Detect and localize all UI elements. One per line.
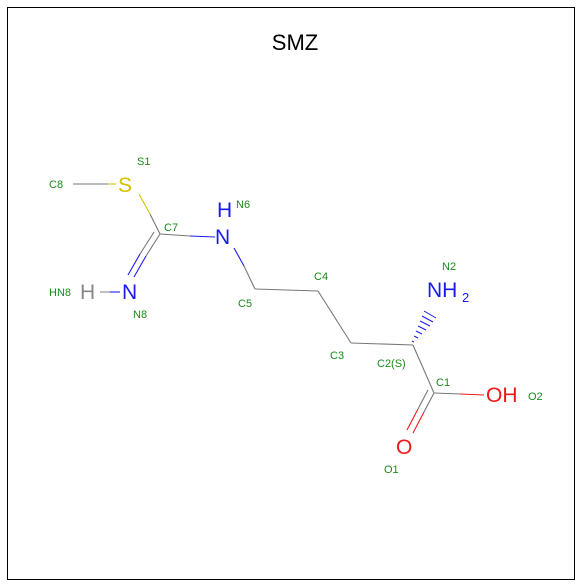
bond-c7-n8-a-n (133, 255, 147, 278)
bond-c2-c1 (412, 344, 435, 394)
hash-6 (421, 315, 434, 323)
atom-label-c5: C5 (238, 298, 252, 310)
atom-label-c8: C8 (49, 179, 63, 191)
bonds (73, 183, 485, 434)
atom-label-c7: C7 (164, 222, 178, 234)
diagram-frame (7, 7, 575, 580)
bond-c7-n8-a (145, 233, 161, 257)
bond-c1-o2-o (459, 393, 485, 396)
bond-n6-c5-n (233, 247, 245, 267)
bond-c7-n8-b-n (127, 253, 141, 276)
atom-symbol-o2: OH (486, 384, 518, 407)
atom-label-s1: S1 (137, 156, 150, 168)
bond-c1-o1-a (423, 392, 435, 413)
bond-c5-c4 (254, 288, 319, 292)
hash-2 (413, 335, 419, 339)
atom-symbol-n8: N (122, 281, 137, 304)
diagram-title: SMZ (272, 30, 318, 55)
bond-c4-c3 (317, 290, 352, 344)
bond-n6-c5 (243, 265, 256, 290)
atom-symbol-n2: NH (427, 279, 457, 302)
atom-symbol-h8: H (80, 281, 95, 304)
bond-c1-o1-b (417, 389, 429, 410)
bond-c1-o1-a-o (412, 411, 425, 434)
bond-c7-n6 (159, 233, 191, 237)
atom-label-c1: C1 (436, 377, 450, 389)
atom-symbol-h6: H (217, 199, 232, 222)
bond-c1-o1-b-o (406, 408, 419, 431)
atom-label-hn8: HN8 (49, 287, 71, 299)
atom-label-c2: C2(S) (377, 358, 406, 370)
atom-label-o2: O2 (528, 391, 543, 403)
atom-label-c3: C3 (330, 350, 344, 362)
atom-label-c4: C4 (314, 271, 328, 283)
atom-label-n6: N6 (236, 199, 250, 211)
hash-3 (415, 330, 423, 335)
atom-symbol-n6: N (215, 226, 230, 249)
bond-c3-c2 (350, 342, 414, 346)
atom-symbol-s1: S (118, 174, 132, 197)
hash-4 (417, 325, 427, 331)
atom-labels: S1 C8 C7 N6 HN8 N8 C5 C4 C3 N2 C2(S) C1 … (49, 156, 543, 476)
hash-1 (411, 340, 415, 343)
bond-s1-c7 (149, 213, 161, 235)
bond-c7-n6-n (189, 235, 216, 238)
atom-symbol-o1: O (396, 436, 412, 459)
atom-label-n8: N8 (133, 309, 147, 321)
bond-c7-n8-b (139, 231, 155, 255)
bond-c1-o2 (433, 392, 461, 395)
hashed-wedge-c2-n2 (411, 310, 437, 343)
atom-label-o1: O1 (384, 464, 399, 476)
atom-symbol-n2-subscript: 2 (462, 290, 469, 305)
bond-s1-c7-s (138, 193, 151, 215)
atom-label-n2: N2 (442, 261, 456, 273)
hash-5 (419, 320, 431, 327)
hash-7 (423, 310, 437, 319)
